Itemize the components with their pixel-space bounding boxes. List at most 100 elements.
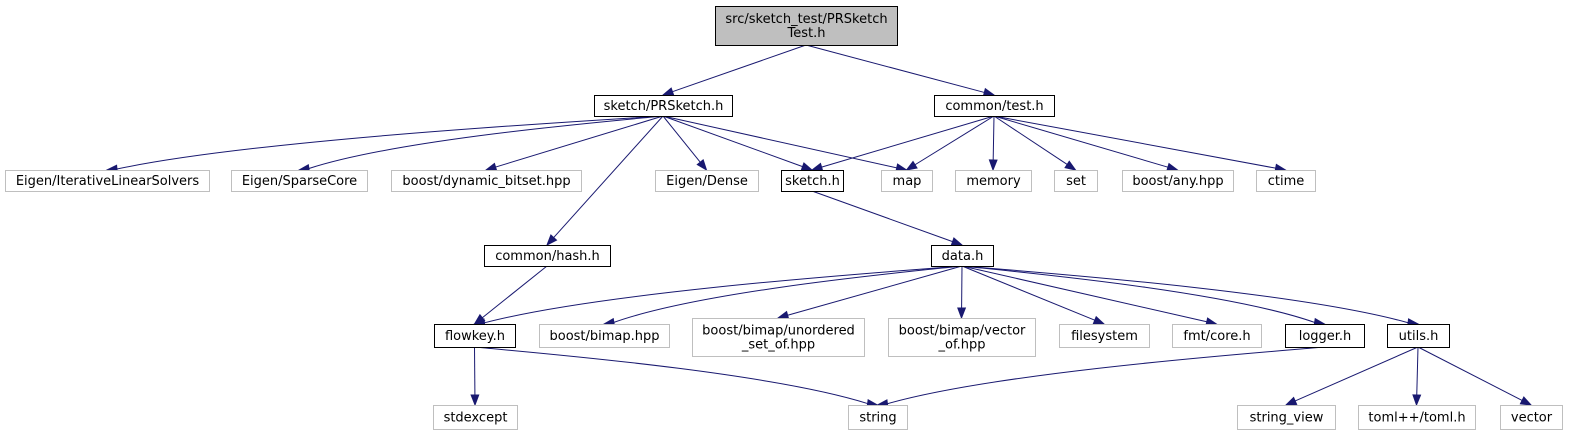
- edge-test-to-ctime: [993, 115, 1287, 173]
- arrowhead: [810, 162, 824, 172]
- node-fmt[interactable]: fmt/core.h: [1172, 324, 1262, 348]
- node-label: vector: [1511, 411, 1553, 426]
- node-bimap-unord[interactable]: boost/bimap/unordered_set_of.hpp: [692, 318, 865, 357]
- node-box: [655, 170, 759, 192]
- node-box: [433, 405, 518, 430]
- node-hash[interactable]: common/hash.h: [484, 245, 611, 267]
- arrowhead: [1166, 162, 1179, 172]
- edge-line: [116, 115, 664, 170]
- node-set[interactable]: set: [1054, 170, 1098, 192]
- arrowhead: [1284, 396, 1298, 406]
- edge-line: [1417, 346, 1523, 401]
- node-dyn-bitset[interactable]: boost/dynamic_bitset.hpp: [391, 170, 582, 192]
- node-label: common/test.h: [945, 99, 1043, 114]
- edge-line: [805, 44, 985, 93]
- node-label: Eigen/Dense: [666, 174, 748, 189]
- node-test[interactable]: common/test.h: [934, 95, 1055, 117]
- edge-test-to-map: [905, 115, 995, 171]
- node-eigen-iter[interactable]: Eigen/IterativeLinearSolvers: [5, 170, 210, 192]
- edge-prsketch-to-eigen-sparse: [297, 115, 664, 173]
- edge-test-to-any: [993, 115, 1179, 172]
- edge-line: [613, 265, 963, 323]
- node-vector[interactable]: vector: [1500, 405, 1563, 430]
- arrowhead: [957, 307, 967, 320]
- node-label: boost/bimap/unordered: [702, 324, 855, 339]
- node-label: memory: [966, 174, 1021, 189]
- edge-line: [821, 115, 995, 168]
- node-memory[interactable]: memory: [955, 170, 1032, 192]
- node-label: ctime: [1268, 174, 1305, 189]
- node-map[interactable]: map: [881, 170, 933, 192]
- edge-root-to-test: [805, 44, 996, 97]
- node-label: boost/any.hpp: [1132, 174, 1223, 189]
- edge-utils-to-string-view: [1284, 346, 1419, 406]
- node-box: [715, 6, 898, 46]
- edge-data-to-flowkey: [473, 265, 963, 328]
- node-label: Eigen/IterativeLinearSolvers: [16, 174, 200, 189]
- arrowhead: [950, 237, 964, 246]
- node-label: src/sketch_test/PRSketch: [725, 12, 887, 27]
- node-label: utils.h: [1399, 329, 1439, 344]
- node-label: boost/bimap/vector: [899, 324, 1026, 339]
- edge-data-to-logger: [961, 265, 1326, 327]
- node-label: Test.h: [787, 26, 826, 41]
- edge-utils-to-toml: [1412, 346, 1422, 407]
- node-box: [1237, 405, 1336, 430]
- node-label: boost/bimap.hpp: [549, 329, 659, 344]
- node-eigen-sparse[interactable]: Eigen/SparseCore: [231, 170, 368, 192]
- node-box: [1285, 324, 1365, 348]
- node-box: [1358, 405, 1476, 430]
- edge-hash-to-flowkey: [473, 265, 548, 325]
- node-string-view[interactable]: string_view: [1237, 405, 1336, 430]
- edge-line: [1294, 346, 1419, 402]
- node-string[interactable]: string: [848, 405, 908, 430]
- node-label: boost/dynamic_bitset.hpp: [402, 174, 570, 189]
- node-stdexcept[interactable]: stdexcept: [433, 405, 518, 430]
- node-prsketch[interactable]: sketch/PRSketch.h: [594, 95, 733, 117]
- node-box: [692, 318, 865, 357]
- edge-data-to-bimap-vec: [957, 265, 967, 320]
- edge-line: [993, 115, 1276, 169]
- node-ctime[interactable]: ctime: [1256, 170, 1316, 192]
- node-eigen-dense[interactable]: Eigen/Dense: [655, 170, 759, 192]
- node-filesystem[interactable]: filesystem: [1059, 324, 1150, 348]
- edge-line: [672, 44, 807, 93]
- arrowhead: [546, 234, 558, 247]
- node-box: [1122, 170, 1234, 192]
- edge-data-to-utils: [961, 265, 1420, 328]
- edge-flowkey-to-stdexcept: [470, 346, 480, 407]
- edge-prsketch-to-hash: [546, 115, 664, 247]
- arrowhead: [696, 158, 708, 172]
- node-box: [848, 405, 908, 430]
- edge-line: [474, 346, 868, 405]
- node-box: [1172, 324, 1262, 348]
- edge-line: [992, 115, 995, 161]
- edge-line: [553, 115, 664, 238]
- node-box: [484, 245, 611, 267]
- edge-line: [662, 115, 701, 163]
- node-utils[interactable]: utils.h: [1387, 324, 1450, 348]
- edge-line: [484, 265, 963, 324]
- node-bimap-vec[interactable]: boost/bimap/vector_of.hpp: [888, 318, 1036, 357]
- edge-line: [495, 115, 664, 168]
- node-box: [1054, 170, 1098, 192]
- node-box: [781, 170, 844, 192]
- node-flowkey[interactable]: flowkey.h: [434, 324, 516, 348]
- node-toml[interactable]: toml++/toml.h: [1358, 405, 1476, 430]
- edge-prsketch-to-eigen-dense: [662, 115, 708, 172]
- node-sketch[interactable]: sketch.h: [781, 170, 844, 192]
- node-data[interactable]: data.h: [931, 245, 994, 267]
- edge-line: [308, 115, 664, 170]
- node-bimap[interactable]: boost/bimap.hpp: [539, 324, 670, 348]
- arrowhead: [776, 310, 790, 320]
- edge-test-to-sketch: [810, 115, 995, 172]
- edge-line: [993, 115, 1068, 165]
- node-logger[interactable]: logger.h: [1285, 324, 1365, 348]
- edge-root-to-prsketch: [661, 44, 807, 96]
- node-label: set: [1066, 174, 1086, 189]
- node-box: [5, 170, 210, 192]
- node-box: [955, 170, 1032, 192]
- node-any[interactable]: boost/any.hpp: [1122, 170, 1234, 192]
